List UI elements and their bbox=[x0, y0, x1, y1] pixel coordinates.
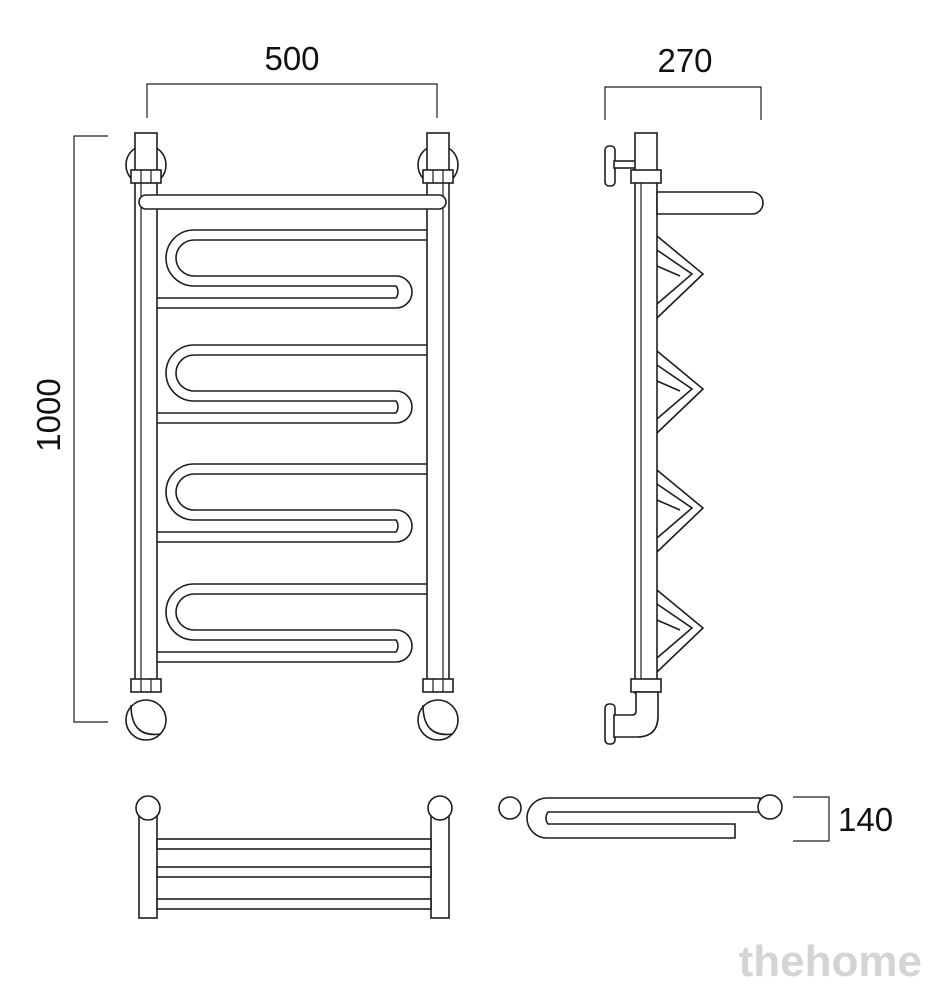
watermark-logo: thehome bbox=[739, 937, 922, 986]
right-bottom-wall-mount bbox=[417, 699, 459, 741]
bottom-depth-dimension-line bbox=[793, 796, 830, 842]
left-vertical-tube bbox=[134, 132, 158, 682]
top-view-left-end bbox=[135, 795, 161, 821]
coil-4 bbox=[157, 583, 427, 663]
coil-2 bbox=[157, 344, 427, 424]
side-view: 270 bbox=[604, 42, 764, 745]
side-coil-2 bbox=[656, 350, 705, 434]
right-vertical-tube bbox=[426, 132, 450, 682]
right-top-nut bbox=[422, 169, 454, 184]
top-shelf-bar bbox=[138, 194, 447, 210]
right-bottom-nut bbox=[422, 678, 454, 693]
side-coil-3 bbox=[656, 469, 705, 553]
height-dimension-line bbox=[73, 135, 108, 723]
bottom-depth-dimension-label: 140 bbox=[838, 801, 893, 838]
top-view-left bbox=[135, 795, 453, 919]
side-top-bar bbox=[656, 191, 764, 215]
coil-3 bbox=[157, 463, 427, 543]
side-coil-4 bbox=[656, 589, 705, 673]
depth-dimension-label: 270 bbox=[657, 42, 712, 79]
side-coil-1 bbox=[656, 235, 705, 319]
height-dimension-label: 1000 bbox=[30, 378, 67, 451]
top-view-right: 140 bbox=[498, 794, 893, 842]
front-view: 500 1000 bbox=[30, 40, 459, 741]
width-dimension-line bbox=[146, 83, 438, 118]
side-coil-profiles bbox=[656, 235, 705, 673]
depth-dimension-line bbox=[604, 86, 762, 120]
side-bottom-elbow bbox=[613, 691, 659, 738]
top-view-right-end bbox=[427, 795, 453, 821]
coil-1 bbox=[157, 229, 427, 309]
serpentine-coils bbox=[157, 229, 427, 663]
top-view-coil bbox=[526, 797, 761, 839]
left-bottom-wall-mount bbox=[125, 699, 167, 741]
left-bottom-nut bbox=[130, 678, 162, 693]
side-vertical-tube bbox=[634, 132, 658, 694]
left-top-nut bbox=[130, 169, 162, 184]
width-dimension-label: 500 bbox=[264, 40, 319, 77]
